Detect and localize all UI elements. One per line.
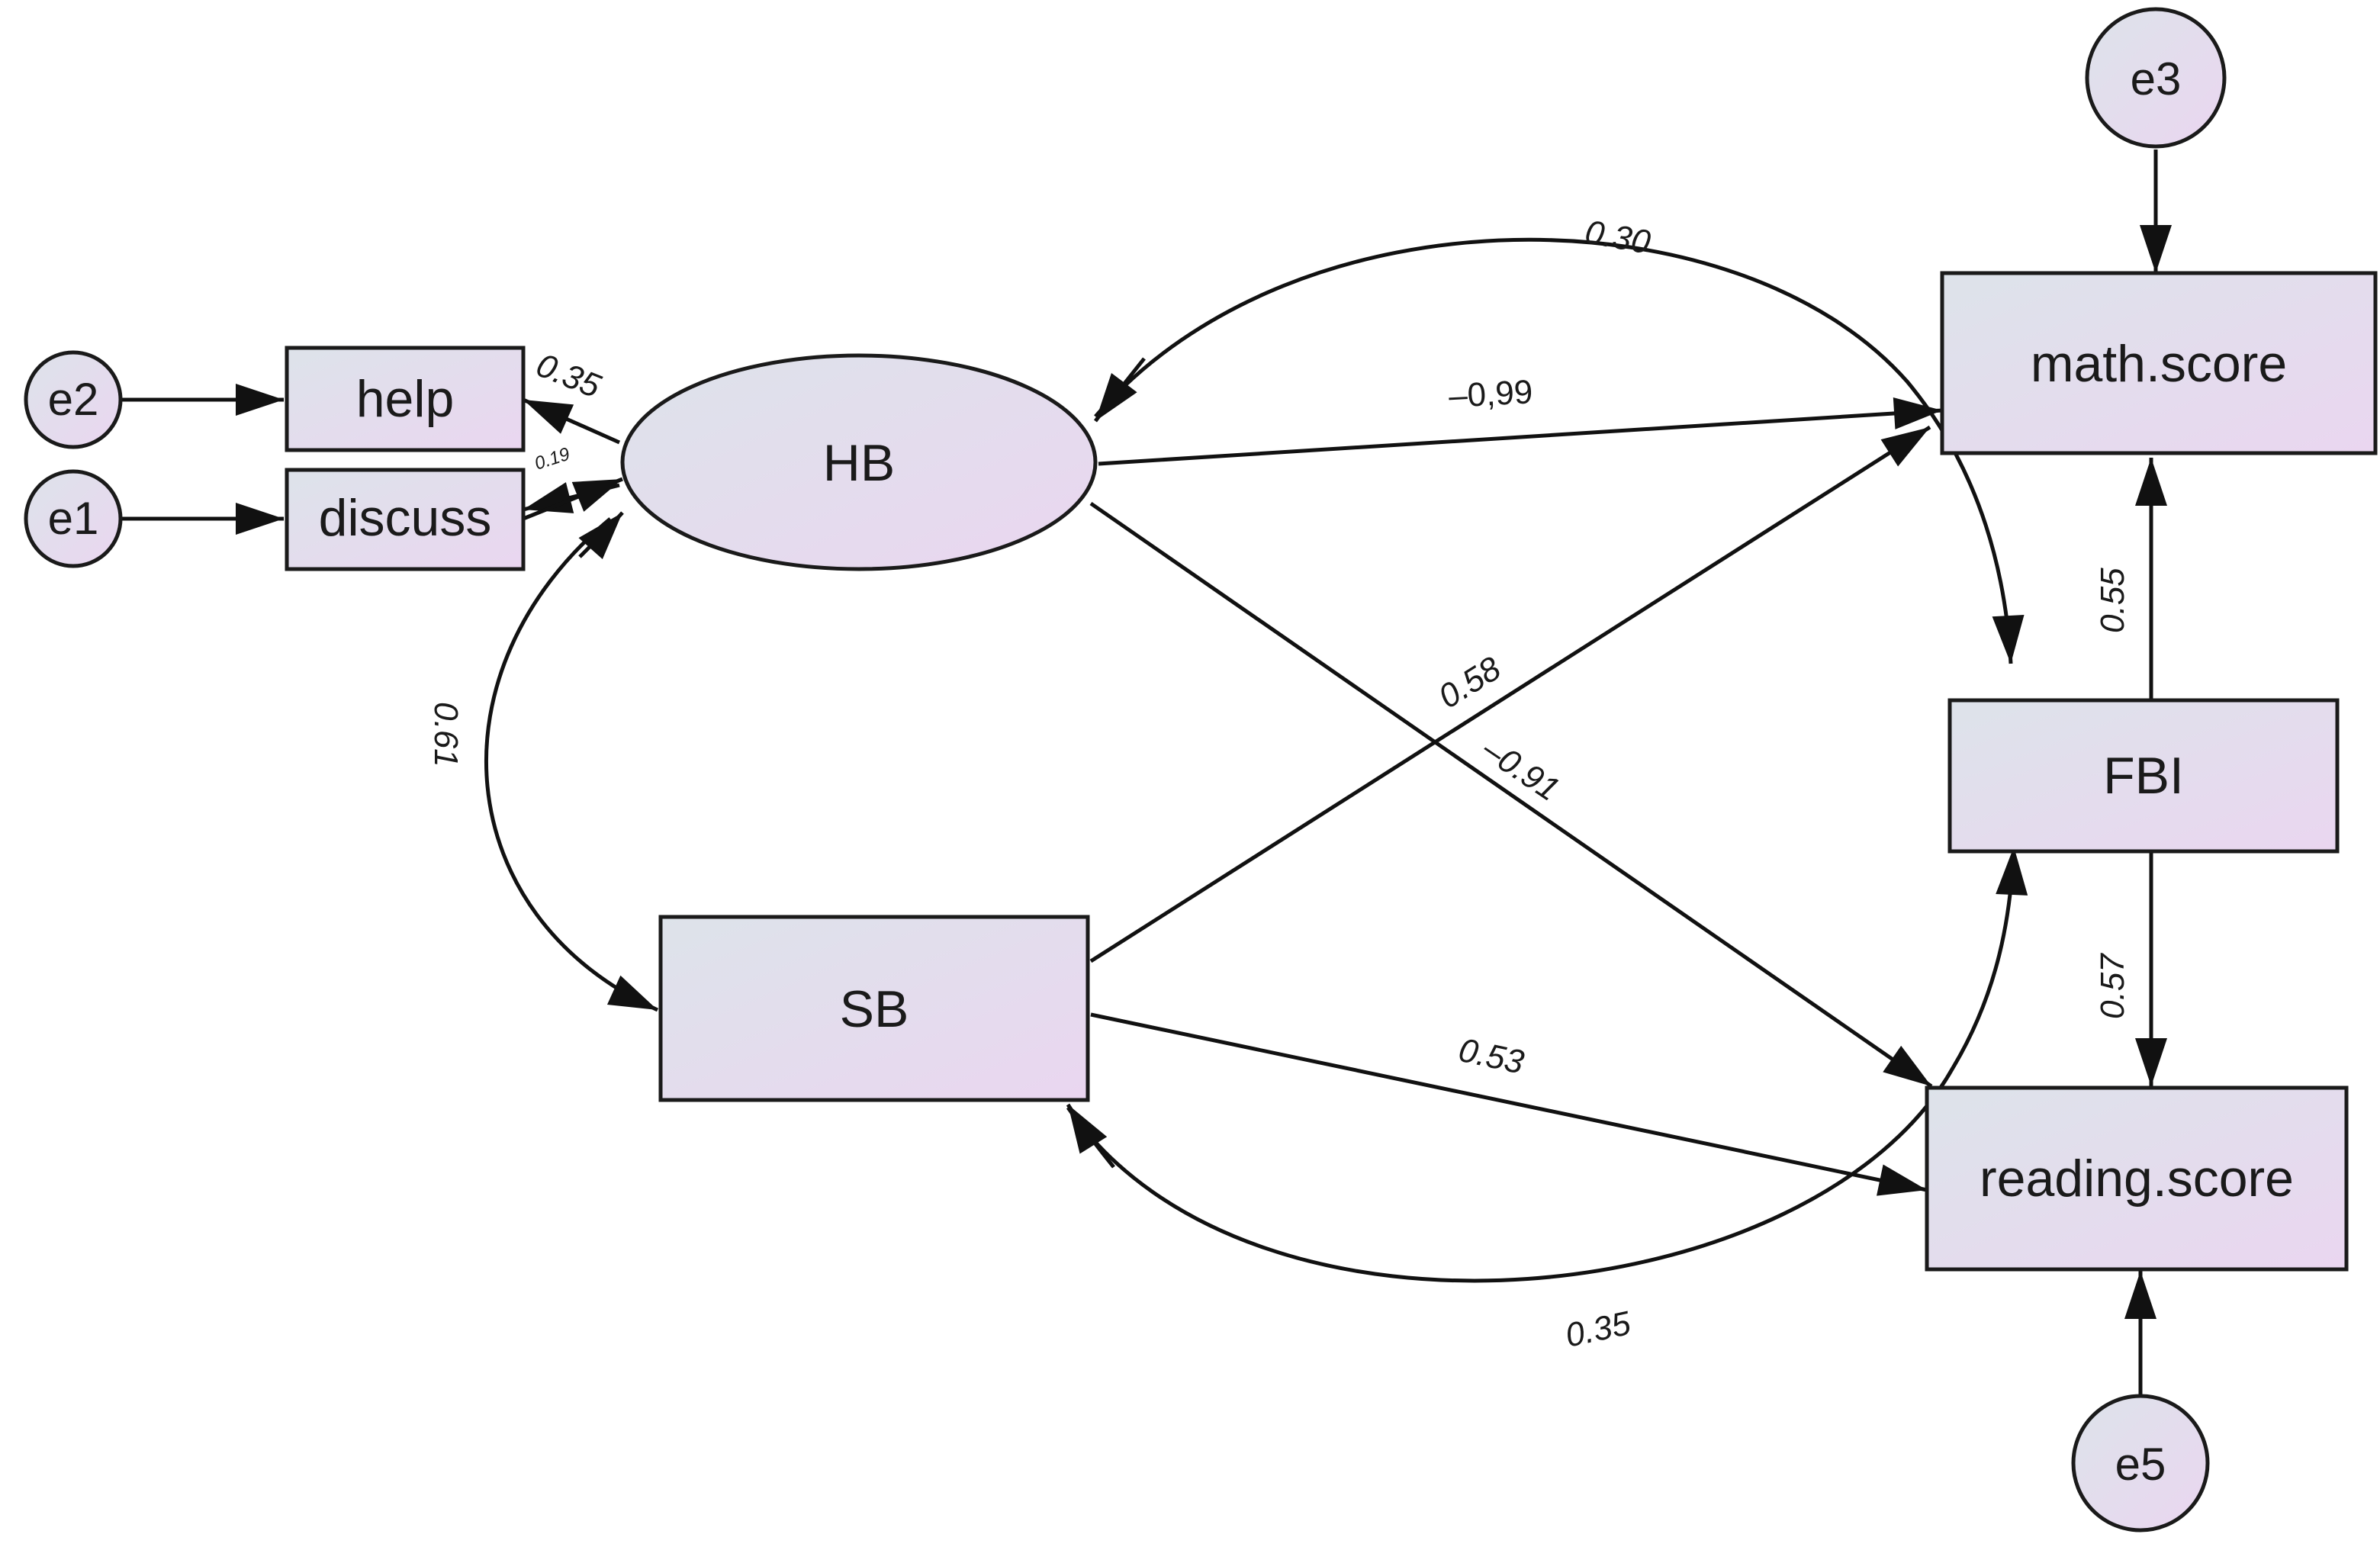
cov-sb-fbi-start <box>1066 1103 1115 1169</box>
coef-sb-fbi-cov: 0.35 <box>1562 1304 1634 1355</box>
error-e3-label: e3 <box>2131 53 2182 105</box>
edge-sb-reading <box>1090 1012 1928 1196</box>
error-e5[interactable]: e5 <box>2071 1394 2210 1533</box>
node-hb[interactable]: HB <box>620 353 1098 571</box>
edge-discuss-hb-tail <box>523 477 623 521</box>
coef-hb-reading: –0.91 <box>1475 730 1567 809</box>
cov-hb-fbi-start <box>1094 357 1146 423</box>
coef-fbi-math: 0.55 <box>2094 568 2131 633</box>
cov-hb-sb-start <box>578 511 624 560</box>
coef-hb-discuss: 0.19 <box>532 444 573 474</box>
node-math-score[interactable]: math.score <box>1940 271 2378 455</box>
node-hb-label: HB <box>823 434 895 492</box>
cov-hb-fbi <box>1094 237 2025 664</box>
error-e5-label: e5 <box>2115 1439 2166 1490</box>
node-sb[interactable]: SB <box>658 915 1090 1102</box>
coef-sb-math: 0.58 <box>1432 649 1507 716</box>
error-e1-label: e1 <box>48 493 99 544</box>
node-fbi[interactable]: FBI <box>1947 698 2340 854</box>
node-reading-score-label: reading.score <box>1980 1150 2294 1208</box>
edge-hb-reading <box>1089 501 1933 1089</box>
cov-hb-sb <box>484 517 659 1012</box>
coef-hb-help: 0.35 <box>531 346 606 406</box>
node-sb-label: SB <box>840 980 909 1038</box>
node-fbi-label: FBI <box>2103 747 2184 805</box>
cov-sb-fbi <box>1066 846 2028 1283</box>
error-e3[interactable]: e3 <box>2085 7 2227 149</box>
coef-sb-reading: 0.53 <box>1455 1031 1527 1082</box>
coef-hb-sb-cov: 0.61 <box>427 702 465 767</box>
node-help[interactable]: help <box>285 346 526 452</box>
node-help-label: help <box>356 370 455 428</box>
error-e2[interactable]: e2 <box>24 350 123 449</box>
edge-hb-help <box>522 397 621 445</box>
edge-hb-discuss <box>523 482 620 513</box>
node-discuss[interactable]: discuss <box>285 468 526 571</box>
edge-sb-math <box>1089 425 1931 963</box>
node-reading-score[interactable]: reading.score <box>1925 1085 2349 1272</box>
edge-hb-math <box>1098 397 1943 466</box>
node-math-score-label: math.score <box>2031 335 2287 393</box>
error-e2-label: e2 <box>48 374 99 425</box>
error-e1[interactable]: e1 <box>24 469 123 568</box>
coef-hb-fbi-cov: 0.30 <box>1582 214 1653 262</box>
coef-hb-math: –0,99 <box>1448 373 1534 415</box>
node-discuss-label: discuss <box>319 489 492 547</box>
coef-fbi-reading: 0.57 <box>2094 953 2131 1019</box>
